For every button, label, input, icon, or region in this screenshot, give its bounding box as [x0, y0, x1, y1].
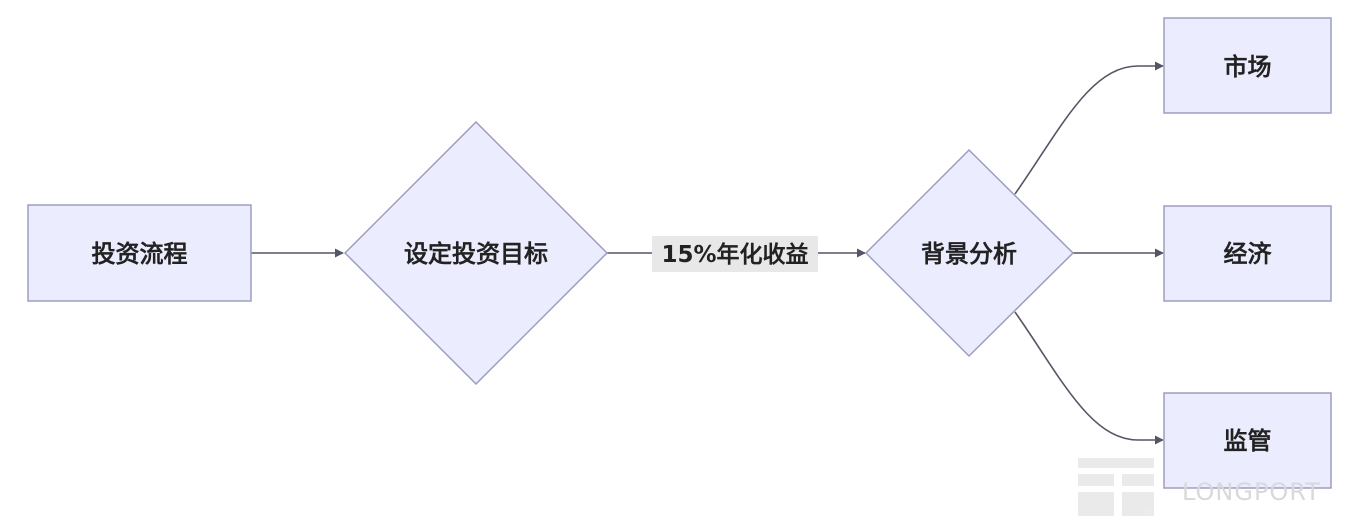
edge-analysis-to-regulation	[1014, 311, 1164, 445]
node-background-analysis-label: 背景分析	[921, 240, 1017, 268]
node-regulation-box	[1163, 392, 1332, 489]
node-market-box	[1163, 17, 1332, 114]
node-set-investment-goal[interactable]: 设定投资目标	[343, 120, 609, 386]
node-investment-process-box	[27, 204, 252, 302]
edge-label-background	[652, 236, 818, 272]
edge-label-annual-return: 15%年化收益	[652, 236, 818, 272]
node-economy[interactable]: 经济	[1163, 205, 1332, 302]
node-background-analysis[interactable]: 背景分析	[864, 148, 1075, 358]
watermark-logo-icon	[1078, 458, 1154, 516]
node-market[interactable]: 市场	[1163, 17, 1332, 114]
node-background-analysis-diamond	[864, 148, 1075, 358]
node-regulation[interactable]: 监管	[1163, 392, 1332, 489]
node-investment-process-label: 投资流程	[92, 240, 188, 268]
node-investment-process[interactable]: 投资流程	[27, 204, 252, 302]
node-set-investment-goal-diamond	[343, 120, 609, 386]
edge-analysis-to-market	[1014, 61, 1164, 195]
node-economy-label: 经济	[1224, 240, 1273, 268]
watermark-text: LONGPORT	[1182, 478, 1321, 506]
node-set-investment-goal-label: 设定投资目标	[404, 240, 548, 268]
edge-label-text: 15%年化收益	[661, 241, 808, 268]
node-market-label: 市场	[1224, 53, 1272, 81]
node-economy-box	[1163, 205, 1332, 302]
node-regulation-label: 监管	[1224, 427, 1272, 455]
